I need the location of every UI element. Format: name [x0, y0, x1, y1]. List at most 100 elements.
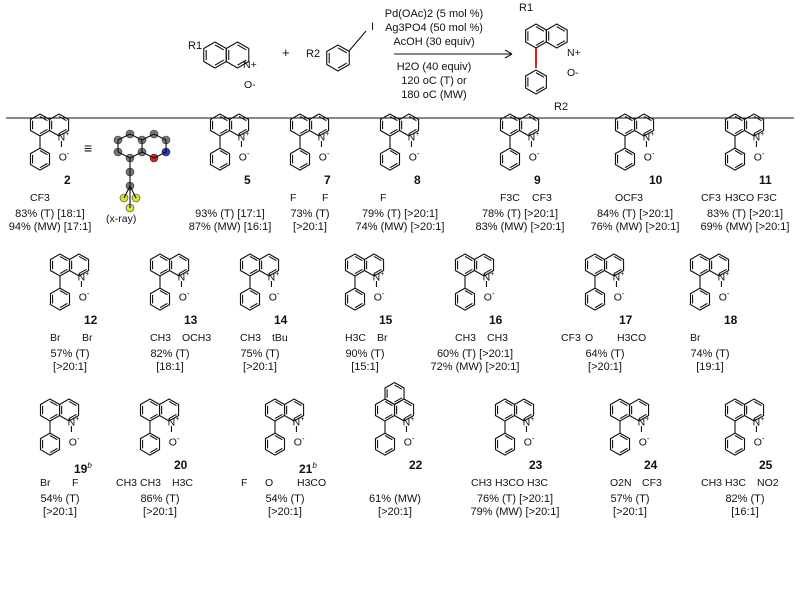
double-bond [178, 255, 187, 262]
o-charge: - [761, 434, 765, 443]
double-bond [354, 290, 363, 296]
compound-number: 13 [184, 313, 198, 327]
condition-oxidant: Ag3PO4 (50 mol %) [385, 22, 483, 34]
aryl-ring [379, 147, 401, 171]
product-r1: R1 [519, 2, 534, 14]
n-charge: + [380, 271, 385, 278]
yield-text: [>20:1] [268, 506, 302, 518]
benzo-ring [689, 253, 711, 277]
substituent-label: H3CO [297, 477, 327, 489]
substituent-label: Br [377, 332, 388, 344]
benzo-ring [49, 253, 71, 277]
double-bond [638, 400, 647, 407]
yield-text: 74% (MW) [>20:1] [355, 221, 445, 233]
n-oxide-oxygen: O- [268, 289, 280, 304]
double-bond [318, 128, 327, 135]
r2-label: R2 [306, 48, 321, 60]
n-oxide-oxygen: O- [403, 434, 415, 449]
n-oxide-nitrogen: N+ [752, 416, 765, 429]
n-charge: + [65, 131, 70, 138]
n-oxide-oxygen: O- [638, 434, 650, 449]
double-bond [699, 302, 708, 309]
double-bond [58, 128, 67, 135]
double-bond [39, 162, 48, 169]
compound-number: 2 [64, 173, 71, 187]
double-bond [619, 413, 628, 420]
benzo-ring [724, 113, 746, 137]
yield-text: 54% (T) [265, 493, 305, 505]
compound-number: 15 [379, 313, 393, 327]
compound-number: 5 [244, 173, 251, 187]
yield-text: 61% (MW) [369, 493, 421, 505]
double-bond [39, 128, 48, 135]
n-oxide-nitrogen: N+ [752, 131, 765, 144]
double-bond [594, 302, 603, 309]
n-oxide-nitrogen: N+ [482, 271, 495, 284]
aryl-ring [239, 287, 261, 311]
double-bond [394, 397, 403, 403]
xray-bond [123, 185, 131, 199]
double-bond [613, 268, 622, 275]
benzo-ring [614, 113, 636, 137]
double-bond [509, 162, 518, 169]
yield-text: 73% (T) [290, 208, 330, 220]
double-bond [408, 115, 417, 122]
n-charge: + [725, 271, 730, 278]
n-oxide-nitrogen: N+ [402, 416, 415, 429]
double-bond [528, 115, 537, 122]
n-charge: + [410, 416, 415, 423]
yield-text: 64% (T) [585, 348, 625, 360]
aryl-ring [454, 287, 476, 311]
double-bond [149, 400, 158, 407]
compound-number: 20 [174, 458, 188, 472]
n-oxide-nitrogen: N+ [237, 131, 250, 144]
n-oxide-oxygen: O- [68, 434, 80, 449]
o-charge: - [326, 149, 330, 158]
equivalence-symbol: ≡ [84, 140, 93, 156]
double-bond [238, 128, 247, 135]
aryl-ring [494, 432, 516, 456]
double-bond [619, 447, 628, 454]
double-bond [624, 150, 633, 156]
double-bond [594, 268, 603, 275]
double-bond [643, 128, 652, 135]
n-charge: + [490, 271, 495, 278]
double-bond [214, 44, 225, 51]
substituent-label: H3C [527, 477, 549, 489]
condition-microwave: 180 oC (MW) [401, 89, 467, 101]
substituent-label: Br [40, 477, 51, 489]
o-charge: - [186, 289, 190, 298]
substituent-label: CH3 [455, 332, 477, 344]
compound-number: 10 [649, 173, 663, 187]
double-bond [734, 435, 743, 441]
double-bond [535, 40, 545, 46]
benzo-ring [203, 41, 227, 69]
pyridine-ring [633, 113, 655, 137]
yield-text: 87% (MW) [16:1] [188, 221, 272, 233]
substituent-label: OCF3 [615, 192, 644, 204]
o-charge: - [761, 149, 765, 158]
aryl-ring [139, 432, 161, 456]
double-bond [149, 435, 158, 441]
double-bond [39, 115, 48, 122]
compound-number: 7 [324, 173, 331, 187]
double-bond [699, 255, 708, 262]
double-bond [78, 268, 87, 275]
substituent-label: H3C [345, 332, 367, 344]
substituent-label: CF3 [561, 332, 581, 344]
aryl-ring [584, 287, 606, 311]
n-oxide-oxygen: O- [408, 149, 420, 164]
compound-number: 14 [274, 313, 288, 327]
product-o-minus: O- [567, 67, 579, 79]
double-bond [504, 400, 513, 407]
o-charge: - [301, 434, 305, 443]
double-bond [535, 26, 545, 32]
pyridine-ring [258, 253, 280, 277]
pyridine-ring [168, 253, 190, 277]
substituent-label: H3CO [495, 477, 525, 489]
xray-caption: (x-ray) [106, 213, 137, 225]
double-bond [384, 447, 393, 454]
substituent-label: Br [50, 332, 61, 344]
pyridine-ring [708, 253, 730, 277]
